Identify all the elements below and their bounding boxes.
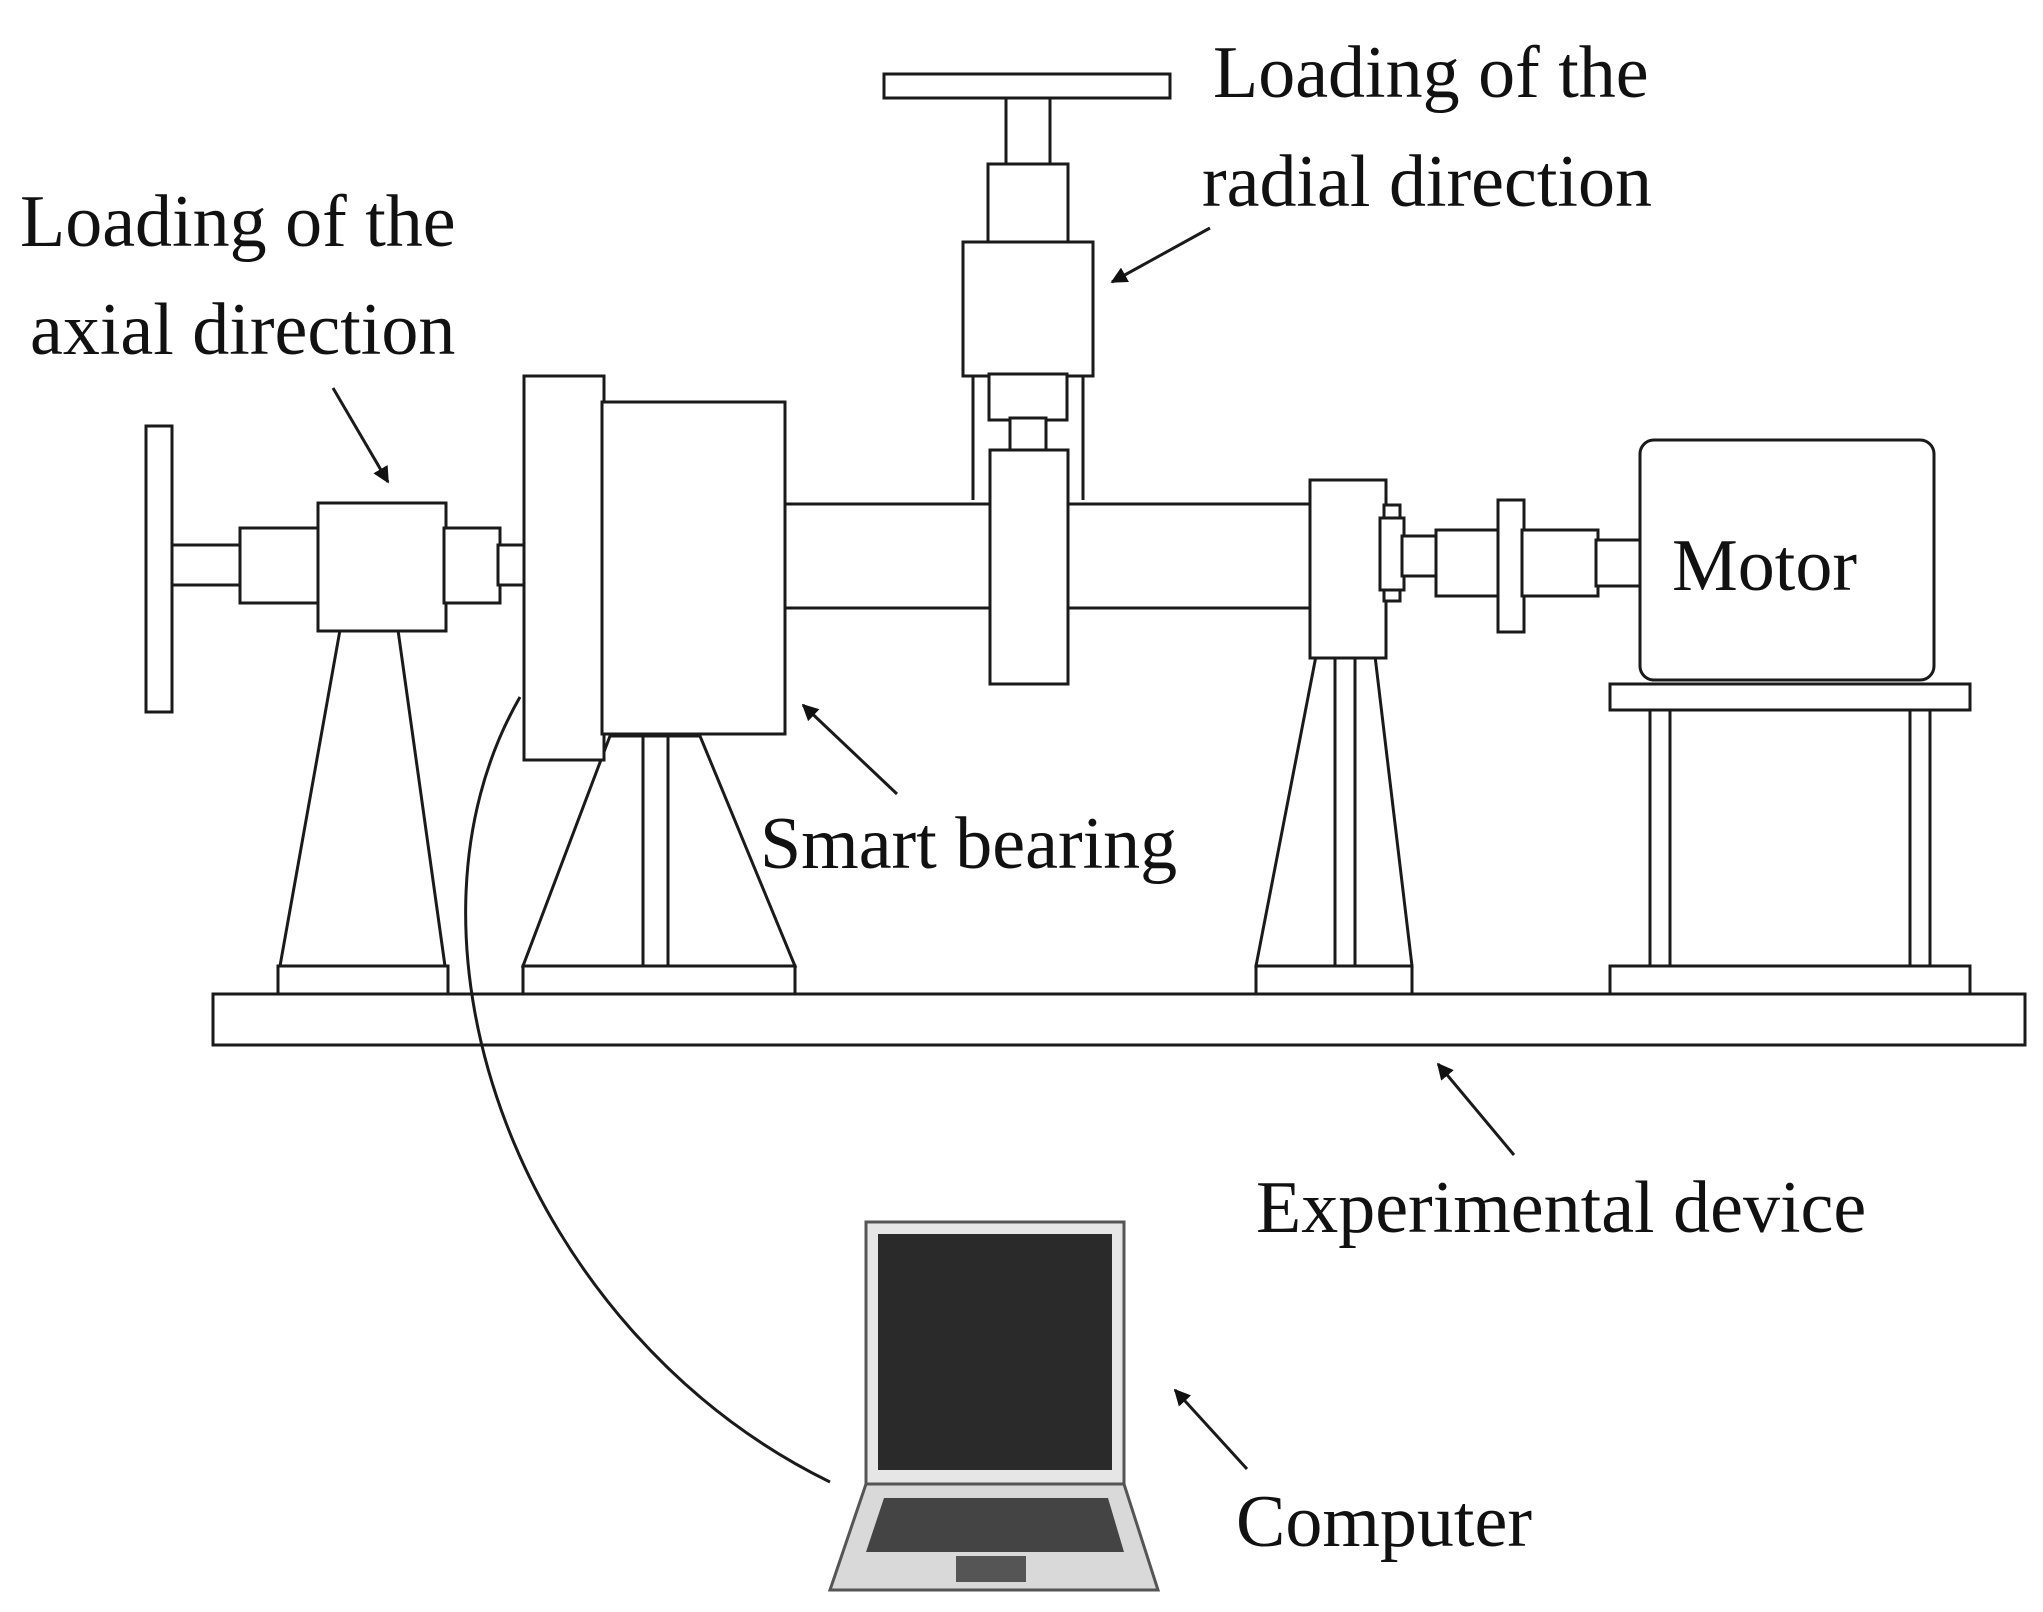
axial-handwheel: [144, 424, 174, 714]
axial-loader: [144, 424, 530, 714]
right-bearing-block: [1308, 478, 1388, 660]
axial-label-line1: Loading of the: [20, 181, 456, 263]
base-plate: [211, 992, 2027, 1047]
arrow-radial: [1110, 226, 1211, 284]
laptop-icon: [827, 1220, 1161, 1592]
arrow-computer: [1173, 1388, 1249, 1471]
motor: [1608, 438, 1972, 996]
motor-label: Motor: [1672, 525, 1857, 607]
radial-label-line2: radial direction: [1202, 141, 1652, 223]
axial-support: [276, 628, 450, 996]
smart-bearing: [522, 374, 787, 762]
bearing-flange: [522, 374, 606, 762]
radial-load-clamp: [988, 448, 1070, 686]
motor-stand-base: [1608, 964, 1972, 996]
bearing-housing: [600, 400, 787, 736]
radial-loader: [882, 72, 1172, 686]
arrow-axial: [331, 387, 390, 484]
radial-load-block: [961, 240, 1095, 378]
smart-bearing-label: Smart bearing: [760, 803, 1177, 885]
axial-label-line2: axial direction: [30, 289, 455, 371]
computer-label: Computer: [1236, 1481, 1532, 1563]
laptop-screen: [878, 1234, 1112, 1470]
experimental-device-label: Experimental device: [1256, 1167, 1866, 1249]
arrow-experimental-device: [1436, 1062, 1516, 1156]
callout-arrows: [331, 226, 1516, 1471]
radial-label-line1: Loading of the: [1213, 32, 1649, 114]
motor-body: [1638, 438, 1936, 682]
motor-table: [1608, 682, 1972, 712]
axial-load-block: [316, 501, 448, 633]
arrow-smart-bearing: [801, 703, 899, 796]
radial-handwheel: [882, 72, 1172, 100]
signal-cable: [464, 696, 831, 1484]
bearing-support: [520, 734, 798, 996]
coupling: [1378, 498, 1644, 634]
